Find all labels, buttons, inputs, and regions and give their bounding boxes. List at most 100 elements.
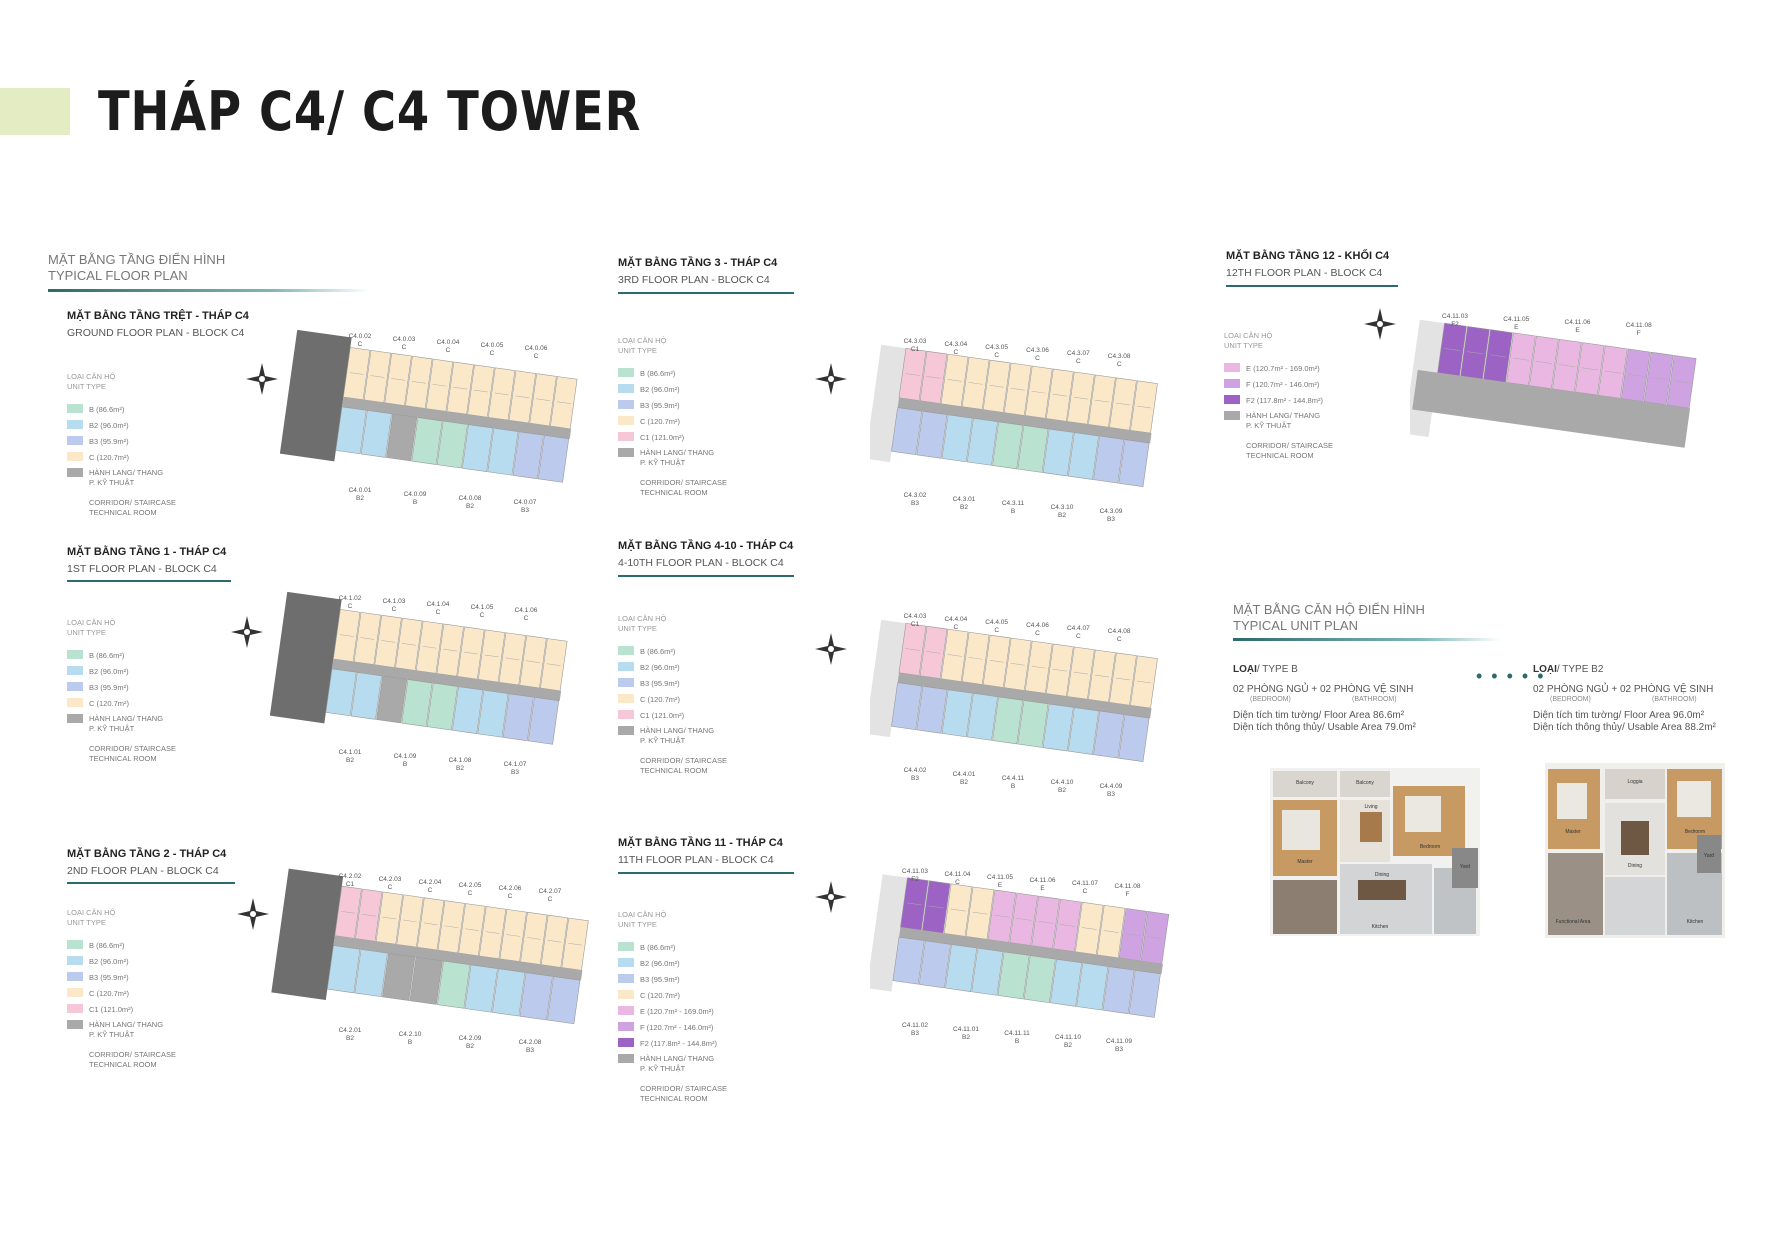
- unit-tag-line: C4.2.07: [539, 888, 562, 895]
- type-b-usable-area: Diện tích thông thủy/ Usable Area 79.0m²: [1233, 722, 1416, 733]
- room-label: Master: [1297, 859, 1313, 865]
- room-label: Kitchen: [1687, 919, 1704, 925]
- unit-wall: [1094, 399, 1109, 403]
- unit-cell-b: [436, 420, 468, 469]
- unit-wall: [432, 384, 447, 387]
- unit-tag-line: C4.2.09: [459, 1035, 482, 1042]
- ground-plan-subtitle: GROUND FLOOR PLAN - BLOCK C4: [67, 327, 245, 339]
- legend-item-b: B (86.6m²): [67, 940, 176, 951]
- legend-swatch: [67, 698, 83, 707]
- legend-label: B (86.6m²): [640, 369, 676, 378]
- floor11-plan-title: MẶT BẰNG TẦNG 11 - THÁP C4: [618, 837, 783, 849]
- unit-cell-b3: [527, 696, 560, 745]
- unit-cell-corridor: [376, 675, 408, 724]
- legend-item-b3: B3 (95.9m²): [67, 682, 176, 693]
- unit-tag-line: C4.4.02: [904, 767, 927, 774]
- unit-tag-line: C4.4.05: [985, 619, 1008, 626]
- room-label: Balcony: [1296, 780, 1314, 786]
- unit-wall: [464, 651, 478, 655]
- unit-tag-line: C4.1.07: [504, 761, 527, 768]
- unit-wall: [928, 905, 944, 909]
- unit-tag-line: C: [446, 347, 451, 354]
- legend-item-e: E (120.7m² - 169.0m²): [1224, 363, 1333, 374]
- legend-swatch: [618, 646, 634, 655]
- site-edge: [870, 874, 908, 992]
- unit-wall: [411, 381, 426, 384]
- legend-swatch: [67, 940, 83, 949]
- type-b-label: LOẠI/ TYPE B: [1233, 663, 1298, 676]
- legend-heading-vi: LOẠI CĂN HỘ: [618, 910, 667, 919]
- unit-cell-b2: [452, 686, 484, 734]
- legend-swatch: [67, 1020, 83, 1029]
- unit-cell-b2: [360, 410, 392, 458]
- typical-floor-divider: [48, 289, 370, 292]
- unit-cell-b2: [335, 406, 367, 455]
- legend-item-c1: C1 (121.0m²): [618, 710, 727, 721]
- unit-tag-line: B2: [346, 1035, 354, 1042]
- unit-cell-b2: [477, 689, 509, 738]
- unit-wall: [547, 940, 562, 943]
- unit-tag-line: C: [508, 893, 513, 900]
- unit-wall: [382, 916, 397, 920]
- legend-swatch: [618, 990, 634, 999]
- unit-tag-line: E: [998, 882, 1003, 889]
- unit-cell-b2: [941, 689, 973, 738]
- legend-item-b: B (86.6m²): [618, 942, 727, 953]
- unit-tag-line: C4.11.08: [1115, 883, 1141, 890]
- unit-wall: [381, 640, 396, 643]
- unit-wall: [361, 913, 376, 917]
- unit-cell-b2: [1050, 958, 1083, 1007]
- unit-wall: [1073, 671, 1088, 675]
- type-b2-floor-area: Diện tích tim tường/ Floor Area 96.0m²: [1533, 710, 1705, 721]
- corridor: [899, 927, 1163, 974]
- unit-tag-line: C4.11.04: [945, 871, 971, 878]
- ground-plan-title: MẶT BẰNG TẦNG TRỆT - THÁP C4: [67, 310, 249, 322]
- room-label: Bedroom: [1420, 844, 1440, 850]
- legend-label: B (86.6m²): [640, 647, 676, 656]
- unit-wall: [968, 382, 983, 385]
- type-b2-unit-render: LoggiaBedroomMasterDiningYardFunctional …: [1545, 763, 1725, 938]
- unit-cell-b2: [462, 424, 494, 472]
- floor2-plan-underline: [67, 882, 235, 884]
- unit-wall: [453, 386, 468, 390]
- unit-tag-line: C1: [911, 621, 920, 628]
- unit-cell-b3: [1118, 714, 1150, 762]
- legend-item-e: E (120.7m² - 169.0m²): [618, 1006, 727, 1017]
- legend-item-f: F (120.7m² - 146.0m²): [618, 1022, 727, 1033]
- legend-item-c: C (120.7m²): [618, 990, 727, 1001]
- unit-wall: [349, 372, 364, 375]
- unit-tag-line: C4.11.08: [1626, 322, 1652, 329]
- legend-label: B3 (95.9m²): [89, 437, 129, 446]
- legend-item-f2: F2 (117.8m² - 144.8m²): [618, 1038, 727, 1049]
- unit-wall: [1094, 674, 1109, 678]
- unit-wall: [1125, 933, 1141, 936]
- unit-wall: [370, 375, 385, 378]
- legend-swatch: [618, 678, 634, 687]
- unit-tag-line: C: [392, 606, 397, 613]
- legend-heading-en: UNIT TYPE: [618, 624, 657, 633]
- site-edge: [870, 619, 906, 738]
- legend-item-b3: B3 (95.9m²): [67, 436, 176, 447]
- legend-label: B3 (95.9m²): [89, 683, 129, 692]
- legend-item-c1: C1 (121.0m²): [618, 432, 727, 443]
- unit-wall: [444, 925, 459, 928]
- legend-label: F2 (117.8m² - 144.8m²): [640, 1039, 717, 1048]
- legend-label: B3 (95.9m²): [640, 401, 680, 410]
- legend-label: B (86.6m²): [89, 651, 125, 660]
- room-label: Functional Area: [1556, 919, 1591, 925]
- legend-item-b3: B3 (95.9m²): [618, 678, 727, 689]
